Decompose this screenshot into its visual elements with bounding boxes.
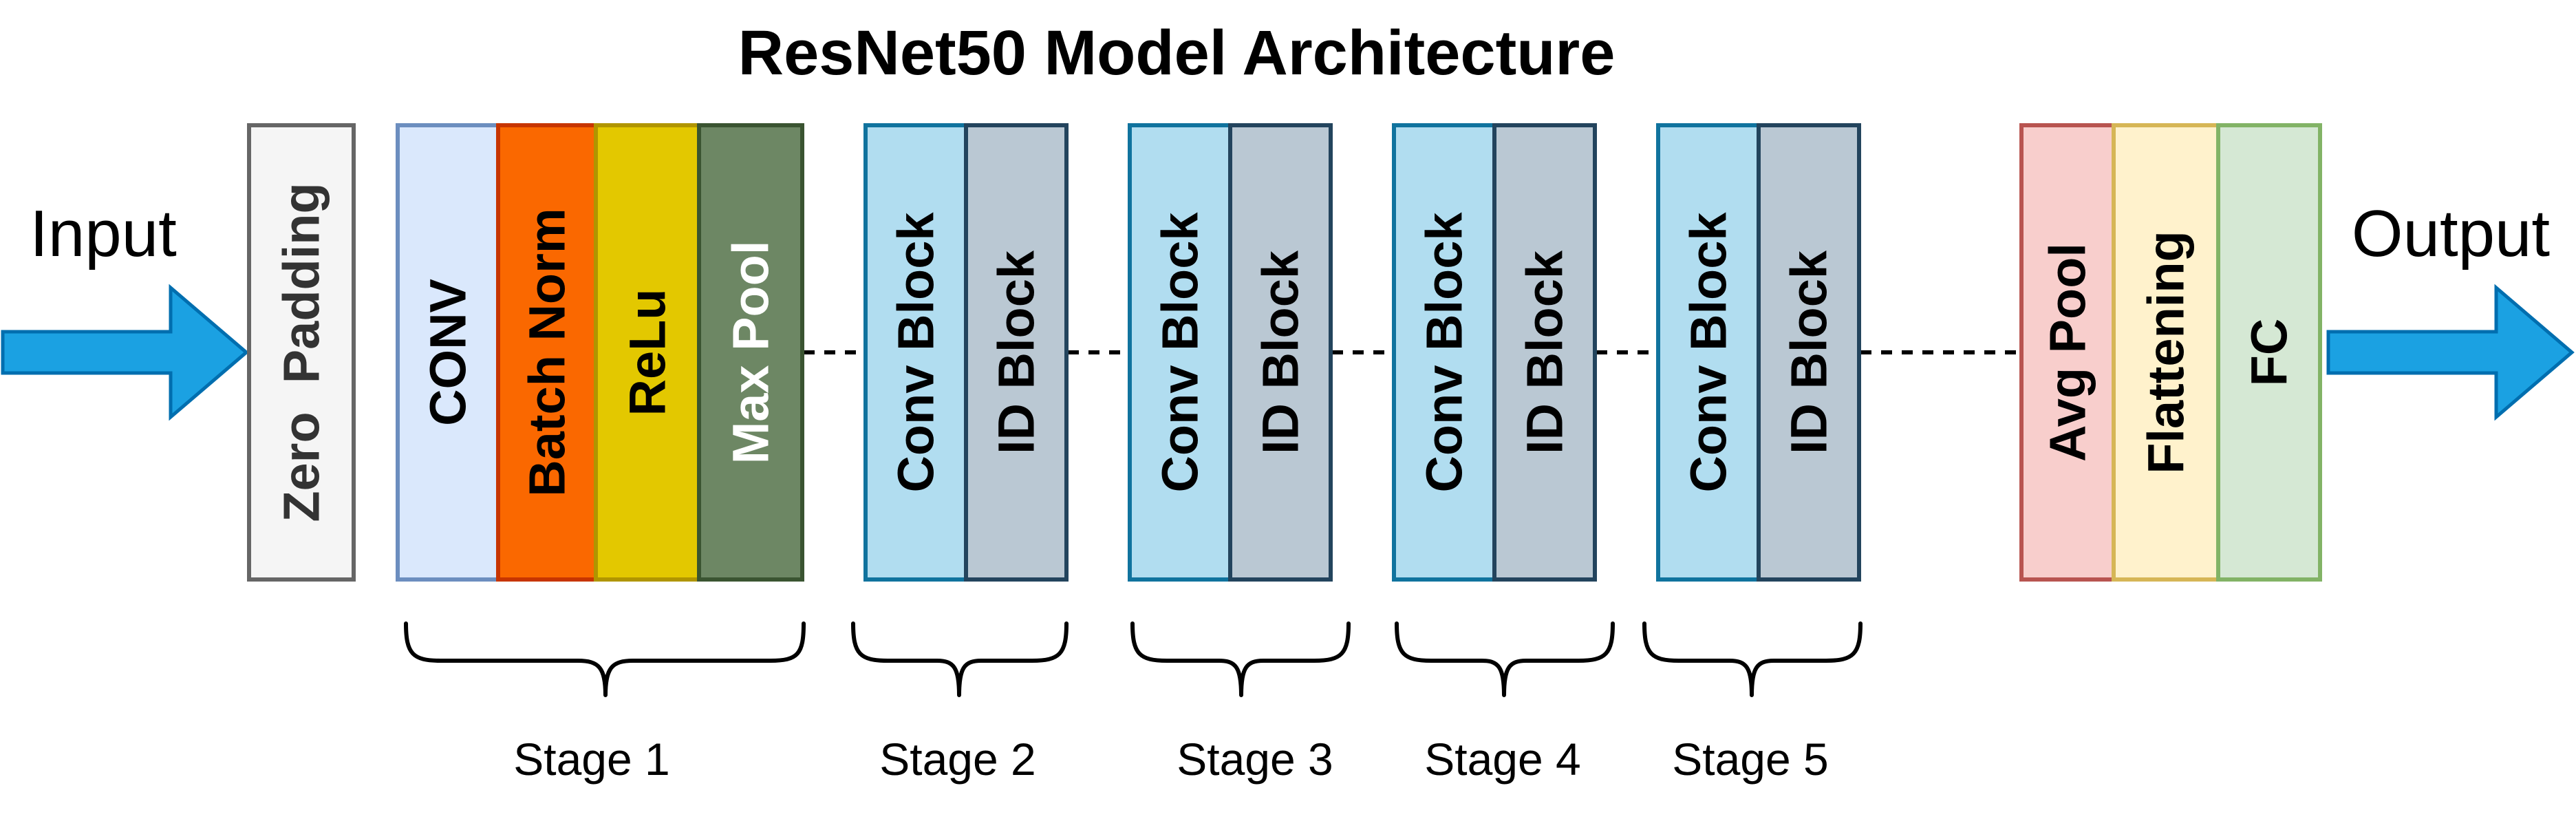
block-rect (863, 123, 968, 582)
block-label: Zero Padding (273, 182, 330, 522)
block-label: Conv Block (1152, 212, 1209, 493)
diagram-title: ResNet50 Model Architecture (738, 18, 1616, 88)
block-fc: FC (2216, 123, 2322, 582)
block-avg-pool: Avg Pool (2019, 123, 2116, 582)
block-label: ID Block (1252, 250, 1309, 454)
output-arrow (2326, 284, 2575, 421)
stage-2-brace (851, 621, 1069, 697)
block-conv: CONV (396, 123, 500, 582)
block-rect (1392, 123, 1496, 582)
block-rect (2019, 123, 2116, 582)
stage-4-brace (1395, 621, 1615, 697)
stage-1-label: Stage 1 (513, 734, 670, 785)
block-rect (247, 123, 356, 582)
block-label: ID Block (988, 250, 1045, 454)
stage-5-label: Stage 5 (1672, 734, 1829, 785)
block-conv-block-stage-4: Conv Block (1392, 123, 1496, 582)
block-id-block-stage-4: ID Block (1492, 123, 1597, 582)
block-id-block-stage-3: ID Block (1228, 123, 1333, 582)
block-rect (1492, 123, 1597, 582)
block-label: ID Block (1781, 250, 1838, 454)
block-rect (1228, 123, 1333, 582)
block-rect (697, 123, 804, 582)
block-label: CONV (420, 279, 477, 426)
block-rect (1656, 123, 1761, 582)
block-label: Conv Block (888, 212, 945, 493)
block-rect (496, 123, 598, 582)
block-rect (594, 123, 701, 582)
block-id-block-stage-2: ID Block (964, 123, 1069, 582)
block-conv-block-stage-2: Conv Block (863, 123, 968, 582)
block-rect (1757, 123, 1861, 582)
block-flattening: Flattening (2112, 123, 2220, 582)
block-conv-block-stage-5: Conv Block (1656, 123, 1761, 582)
block-label: Batch Norm (519, 208, 576, 496)
block-id-block-stage-5: ID Block (1757, 123, 1861, 582)
stage-2-label: Stage 2 (879, 734, 1036, 785)
stage-5-brace (1642, 621, 1863, 697)
block-conv-block-stage-3: Conv Block (1128, 123, 1232, 582)
block-rect (964, 123, 1069, 582)
block-rect (2216, 123, 2322, 582)
block-relu: ReLu (594, 123, 701, 582)
stage-1-brace (404, 621, 806, 697)
stage-4-label: Stage 4 (1424, 734, 1581, 785)
stage-3-label: Stage 3 (1177, 734, 1333, 785)
block-label: ReLu (619, 289, 676, 416)
block-label: Avg Pool (2039, 243, 2096, 462)
input-label: Input (30, 197, 177, 270)
block-max-pool: Max Pool (697, 123, 804, 582)
block-label: FC (2241, 319, 2298, 387)
block-zero-padding: Zero Padding (247, 123, 356, 582)
input-arrow (1, 284, 249, 421)
block-label: Conv Block (1416, 212, 1473, 493)
stage-3-brace (1130, 621, 1351, 697)
block-label: Flattening (2138, 231, 2195, 474)
block-batch-norm: Batch Norm (496, 123, 598, 582)
output-label: Output (2352, 197, 2550, 270)
block-label: ID Block (1516, 250, 1574, 454)
block-label: Conv Block (1680, 212, 1737, 493)
block-rect (1128, 123, 1232, 582)
block-label: Max Pool (722, 241, 780, 465)
